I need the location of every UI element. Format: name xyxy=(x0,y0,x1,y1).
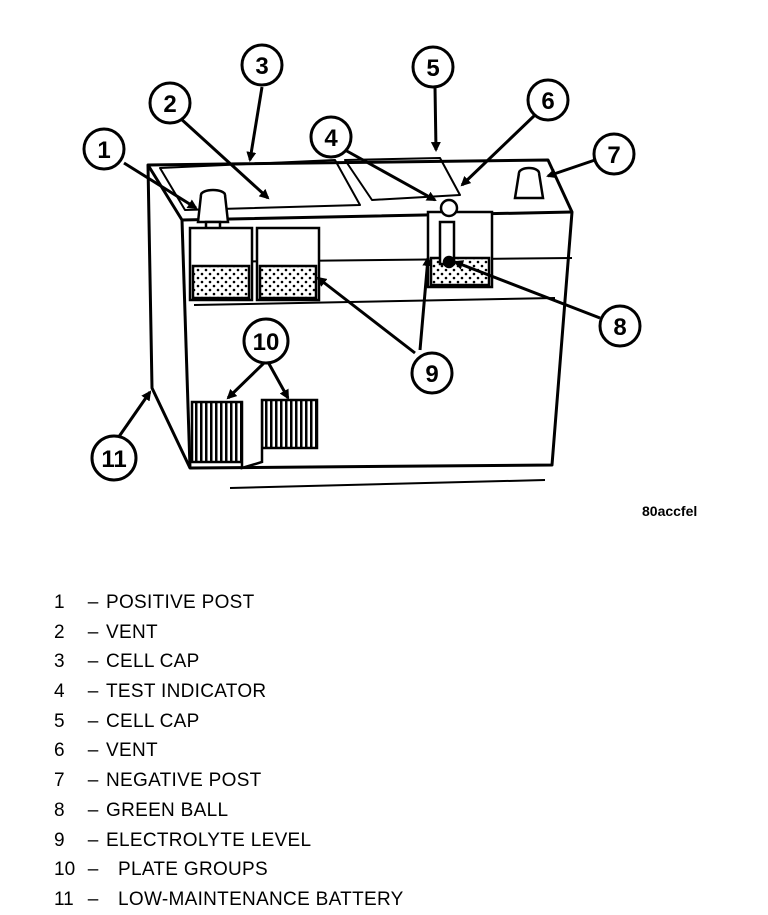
legend-number: 7 xyxy=(54,770,65,792)
legend-label: GREEN BALL xyxy=(106,799,229,821)
cutaway-cells xyxy=(188,198,494,302)
legend-item: 2–VENT xyxy=(54,618,404,648)
figure-code: 80accfel xyxy=(642,503,698,519)
legend-number: 1 xyxy=(54,592,65,613)
callout-8: 8 xyxy=(598,304,642,348)
legend-item: 5–CELL CAP xyxy=(54,707,404,737)
legend-label: NEGATIVE POST xyxy=(106,770,262,792)
legend-dash: – xyxy=(87,651,99,673)
legend-label: CELL CAP xyxy=(106,651,200,673)
legend-number: 11 xyxy=(54,888,74,910)
legend-item: 3–CELL CAP xyxy=(54,647,404,677)
legend-number: 10 xyxy=(54,859,76,881)
callout-2: 2 xyxy=(148,81,192,125)
legend-dash: – xyxy=(87,710,99,732)
legend-dash: – xyxy=(87,859,99,881)
legend-dash: – xyxy=(87,888,99,910)
callouts: 1 2 3 4 5 6 7 8 9 10 11 xyxy=(82,43,642,482)
callout-5-label: 5 xyxy=(426,55,439,82)
callout-11: 11 xyxy=(90,434,138,482)
callout-10-label: 10 xyxy=(253,329,280,356)
legend-label: CELL CAP xyxy=(106,710,200,732)
callout-10: 10 xyxy=(242,317,290,365)
callout-6-label: 6 xyxy=(541,88,554,115)
legend-label: ELECTROLYTE LEVEL xyxy=(106,829,312,851)
callout-8-label: 8 xyxy=(613,314,626,341)
legend-dash: – xyxy=(87,770,99,792)
callout-6: 6 xyxy=(526,78,570,122)
battery-diagram: 1 2 3 4 5 6 7 8 9 10 11 xyxy=(82,43,642,489)
callout-3: 3 xyxy=(240,43,284,87)
callout-4-label: 4 xyxy=(324,125,338,152)
legend-item: 6–VENT xyxy=(54,736,404,766)
plate-groups xyxy=(190,398,319,470)
legend-item: 1 –POSITIVE POST xyxy=(54,588,404,618)
legend-item: 4–TEST INDICATOR xyxy=(54,677,404,707)
legend-item: 7–NEGATIVE POST xyxy=(54,766,404,796)
callout-9-label: 9 xyxy=(425,361,438,388)
legend-item: 8–GREEN BALL xyxy=(54,796,404,826)
callout-1-label: 1 xyxy=(97,137,110,164)
legend-label: TEST INDICATOR xyxy=(106,681,267,703)
leader-lines xyxy=(116,86,601,439)
legend-number: 5 xyxy=(54,710,65,732)
legend-label: PLATE GROUPS xyxy=(118,859,269,881)
legend-label: LOW-MAINTENANCE BATTERY xyxy=(118,888,404,910)
legend-dash: – xyxy=(87,799,99,821)
callout-3-label: 3 xyxy=(255,53,268,80)
callout-9: 9 xyxy=(410,351,454,395)
callout-4: 4 xyxy=(309,115,353,159)
legend-number: 8 xyxy=(54,799,65,821)
legend-label: POSITIVE POST xyxy=(106,592,255,613)
legend-item: 11–LOW-MAINTENANCE BATTERY xyxy=(54,885,404,915)
legend-number: 3 xyxy=(54,651,65,673)
legend-dash: – xyxy=(87,829,99,851)
legend-dash: – xyxy=(87,621,99,643)
legend-label: VENT xyxy=(106,621,158,643)
legend-list: 1–POSITIVE POST 2–VENT 3–CELL CAP 4–TEST… xyxy=(54,588,404,915)
legend-item: 10–PLATE GROUPS xyxy=(54,855,404,885)
legend-number: 6 xyxy=(54,740,65,762)
callout-1: 1 xyxy=(82,127,126,171)
callout-7: 7 xyxy=(592,132,636,176)
callout-2-label: 2 xyxy=(163,91,176,118)
legend-number: 4 xyxy=(54,681,65,703)
legend-number: 9 xyxy=(54,829,65,851)
legend-label: VENT xyxy=(106,740,158,762)
legend-dash: – xyxy=(87,592,99,613)
negative-post xyxy=(513,166,545,200)
callout-5: 5 xyxy=(411,45,455,89)
legend-dash: – xyxy=(87,681,99,703)
callout-11-label: 11 xyxy=(101,446,126,473)
legend-dash: – xyxy=(87,740,99,762)
callout-7-label: 7 xyxy=(607,142,620,169)
legend-number: 2 xyxy=(54,621,65,643)
legend-item: 9–ELECTROLYTE LEVEL xyxy=(54,826,404,856)
